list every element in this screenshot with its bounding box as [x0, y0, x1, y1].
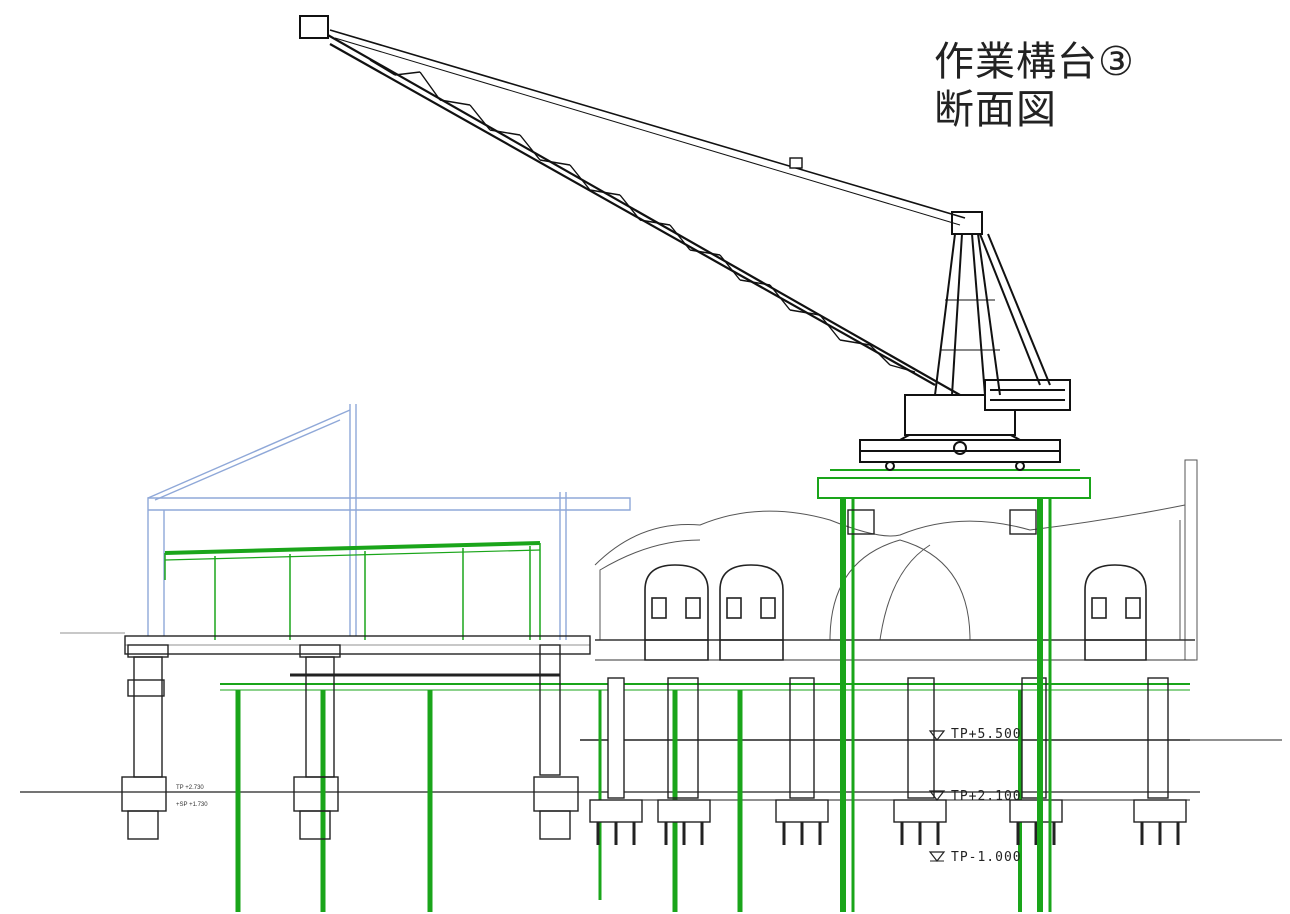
level-markers: TP+5.500 TP+2.100 TP-1.000: [928, 727, 1022, 865]
train-car-3: [1084, 564, 1147, 661]
title-line-2: 断面図: [934, 87, 1057, 133]
train-car-1: [644, 564, 709, 661]
train-cars: [644, 564, 1147, 661]
small-label-left-top: TP +2.730: [176, 785, 204, 791]
level-label-tp-plus-2100: TP+2.100: [951, 789, 1022, 804]
existing-station-structure: [594, 459, 1198, 661]
crane-boom: [299, 15, 966, 396]
small-label-left-bottom: +SP +1.730: [176, 802, 208, 808]
pier-footing-piles: [596, 822, 1180, 845]
level-marker-tp-plus-5500: TP+5.500: [928, 727, 1022, 742]
level-marker-tp-minus-1000: TP-1.000: [928, 850, 1022, 865]
level-marker-tp-plus-2100: TP+2.100: [928, 789, 1022, 804]
title-line-1: 作業構台③: [934, 39, 1135, 85]
canopy-structure: [147, 404, 631, 640]
station-piers: [589, 677, 1187, 823]
ground-lines: [20, 632, 1282, 801]
drawing-title: 作業構台③ 断面図: [934, 38, 1135, 134]
crane-mast: [934, 211, 1051, 396]
existing-piers-left: [121, 644, 579, 840]
train-car-2: [719, 564, 784, 661]
level-label-tp-plus-5500: TP+5.500: [951, 727, 1022, 742]
crane-base: [859, 379, 1071, 471]
left-work-platform: [124, 541, 1190, 912]
crane-support-structure: [817, 469, 1091, 912]
level-label-tp-minus-1000: TP-1.000: [951, 850, 1022, 865]
